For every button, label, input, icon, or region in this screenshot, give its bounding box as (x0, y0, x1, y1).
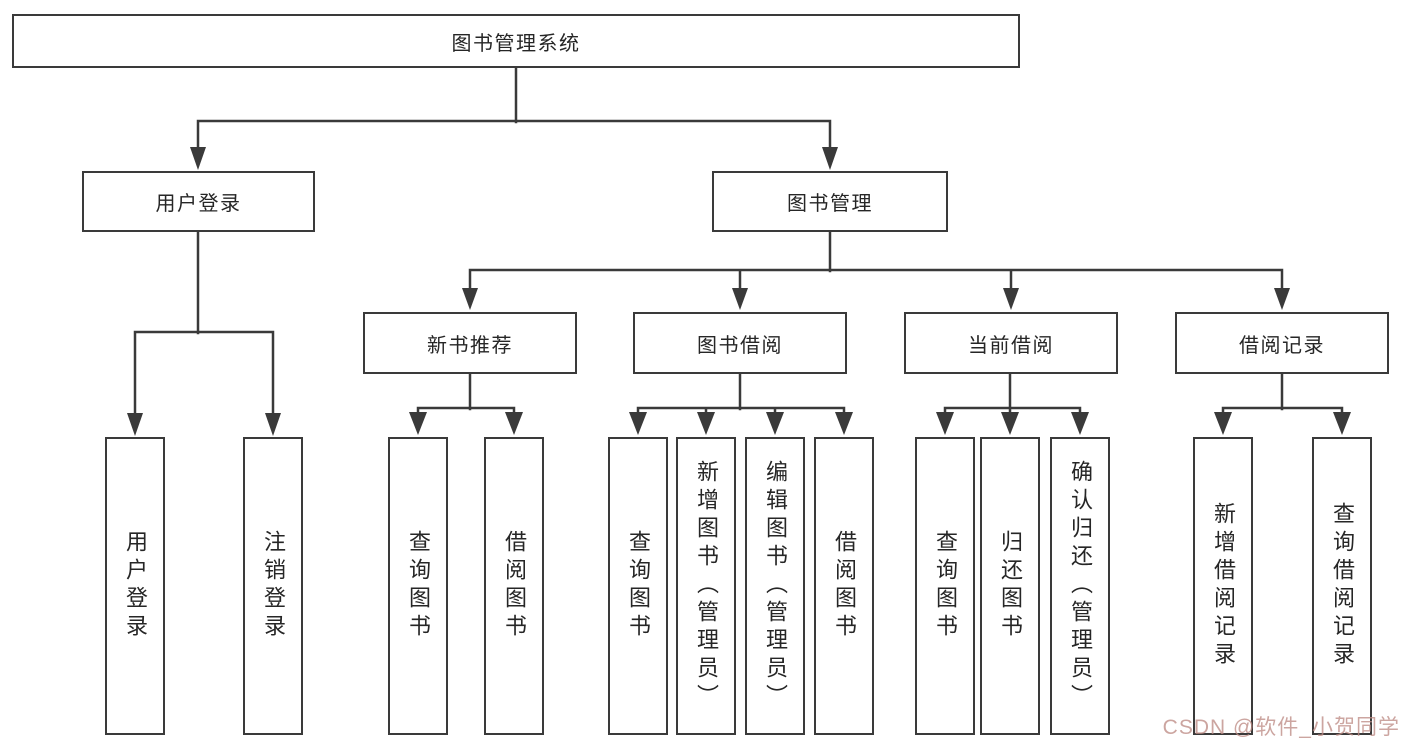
csdn-watermark: CSDN @软件_小贺同学 (1162, 716, 1400, 739)
arrowheads (127, 147, 1351, 436)
leaf-newbook-query-books: 查询图书 (388, 437, 448, 735)
leaf-bookborrow-add-books-admin: 新增图书（管理员） (676, 437, 736, 735)
leaf-logout: 注销登录 (243, 437, 303, 735)
leaf-bookborrow-edit-books-admin: 编辑图书（管理员） (745, 437, 805, 735)
node-current-borrow: 当前借阅 (904, 312, 1118, 374)
node-borrow-records: 借阅记录 (1175, 312, 1389, 374)
leaf-currentborrow-return-books: 归还图书 (980, 437, 1040, 735)
node-root-library-system: 图书管理系统 (12, 14, 1020, 68)
leaf-bookborrow-query-books: 查询图书 (608, 437, 668, 735)
leaf-bookborrow-borrow-books: 借阅图书 (814, 437, 874, 735)
leaf-records-add-borrow-record: 新增借阅记录 (1193, 437, 1253, 735)
leaf-newbook-borrow-books: 借阅图书 (484, 437, 544, 735)
leaf-records-query-borrow-record: 查询借阅记录 (1312, 437, 1372, 735)
node-new-book-recommend: 新书推荐 (363, 312, 577, 374)
leaf-currentborrow-confirm-return-admin: 确认归还（管理员） (1050, 437, 1110, 735)
node-book-management: 图书管理 (712, 171, 948, 232)
node-user-login: 用户登录 (82, 171, 315, 232)
leaf-user-login: 用户登录 (105, 437, 165, 735)
leaf-currentborrow-query-books: 查询图书 (915, 437, 975, 735)
node-book-borrow: 图书借阅 (633, 312, 847, 374)
